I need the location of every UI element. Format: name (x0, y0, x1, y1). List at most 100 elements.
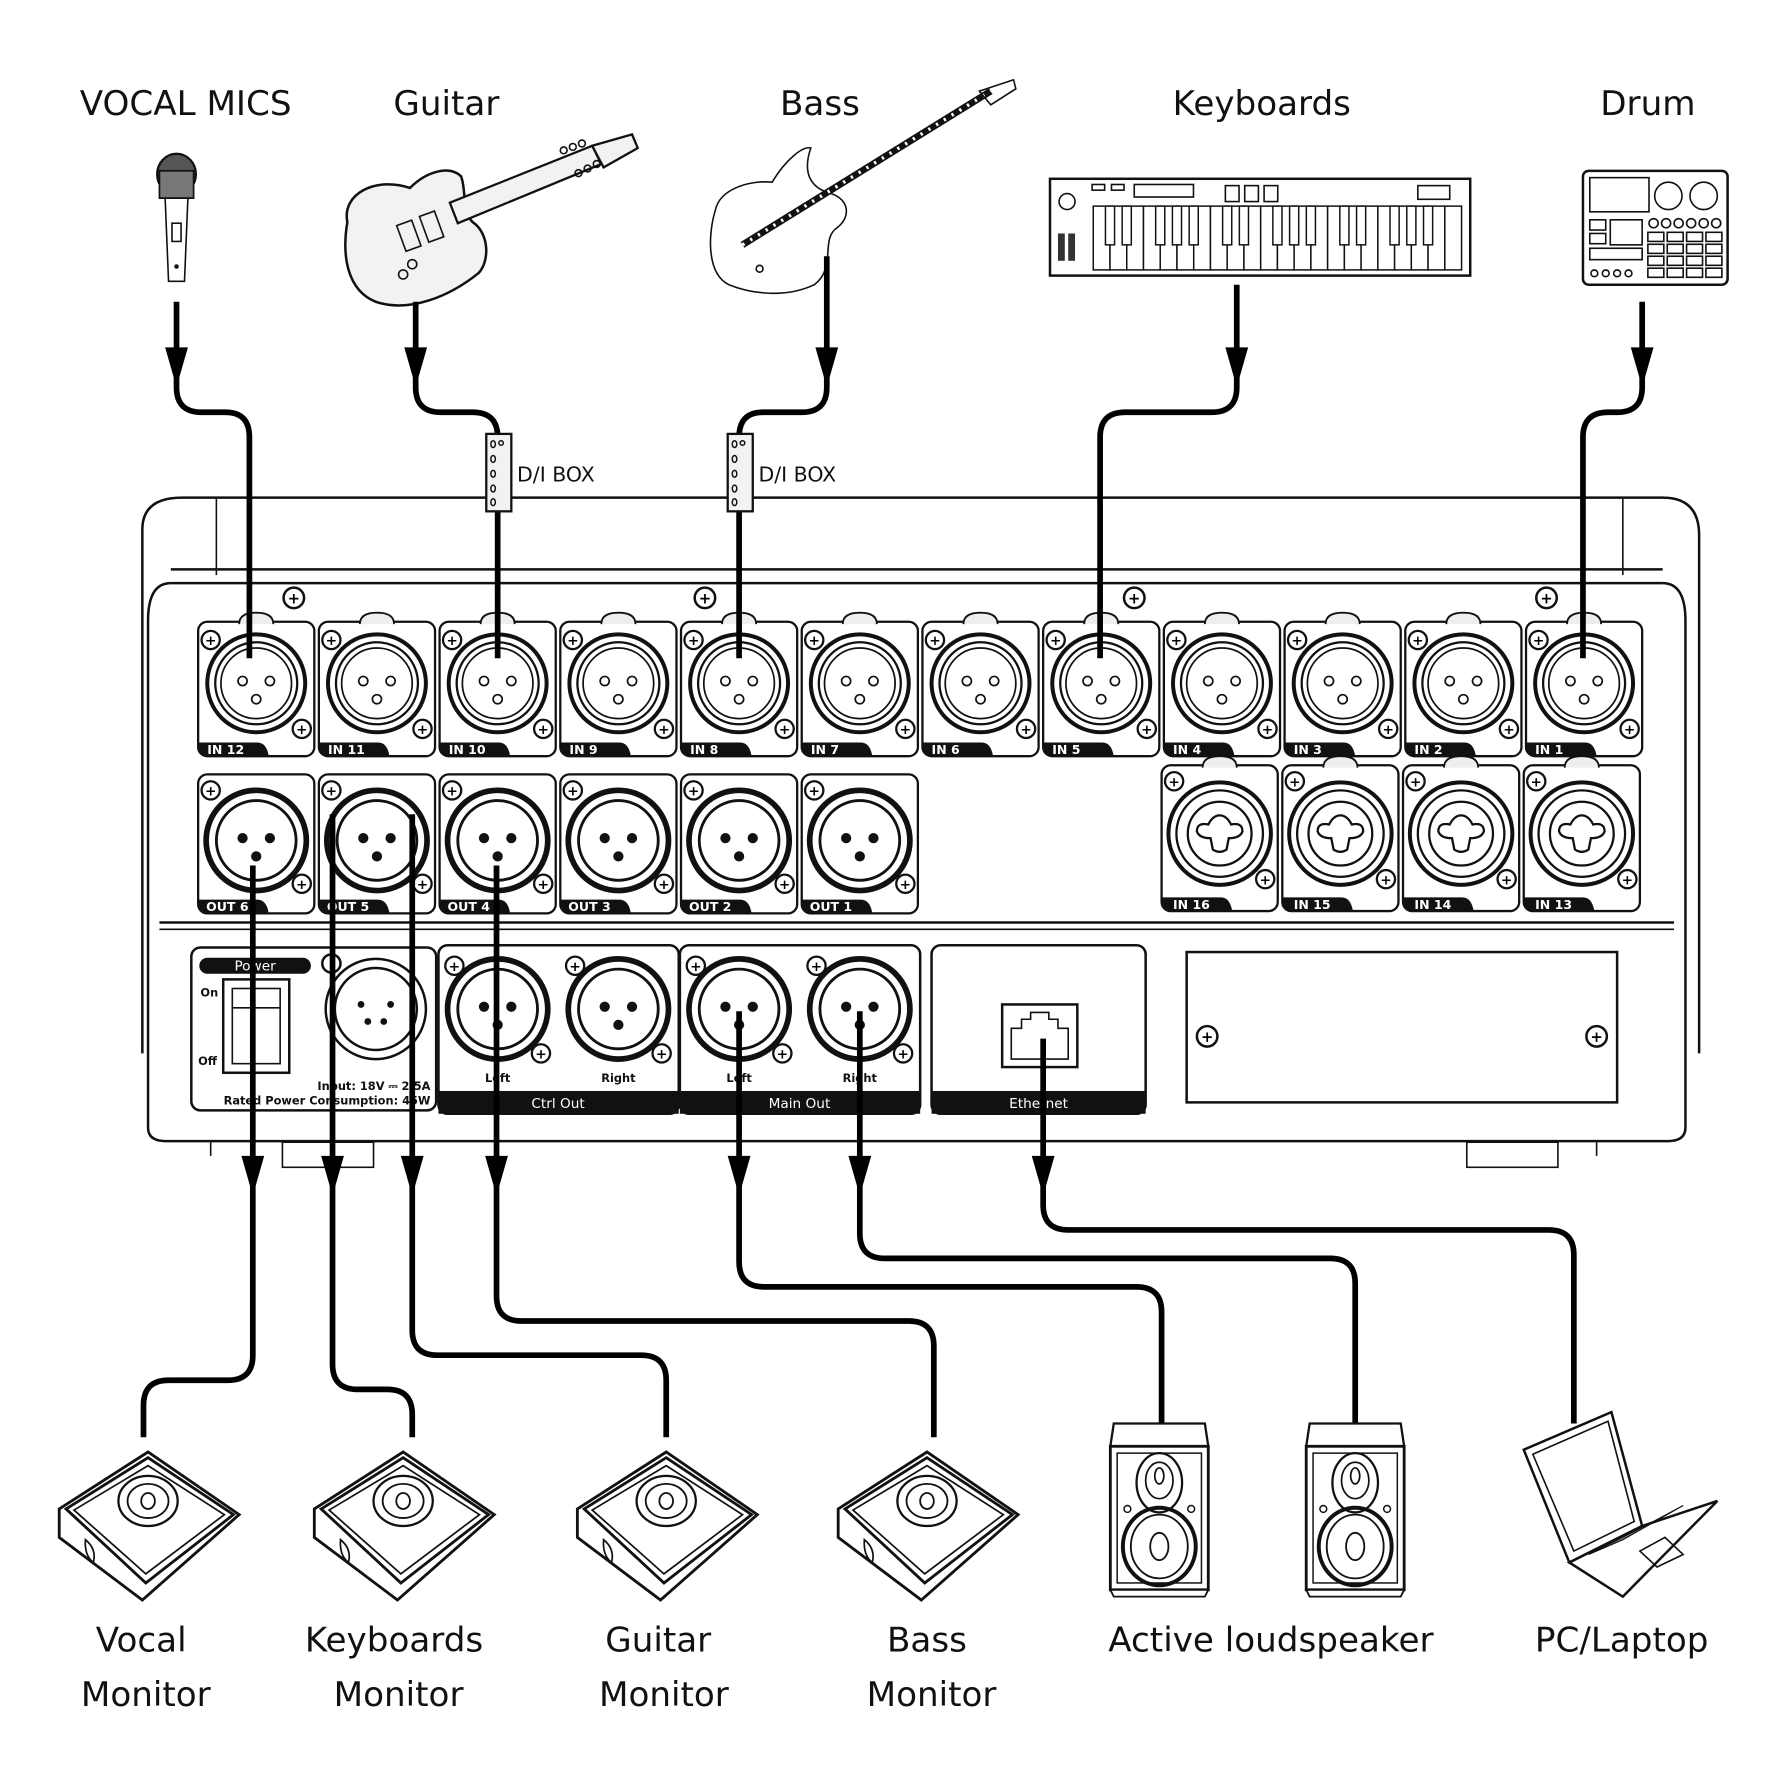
power-on-label: On (200, 985, 218, 999)
drum-machine-icon (1581, 169, 1729, 286)
cable-vocal-to-in12 (173, 301, 253, 659)
cable-guitar-to-in10 (412, 301, 501, 659)
xlr-input-jack[interactable]: ++IN 5 (1042, 611, 1161, 758)
svg-text:+: + (1128, 591, 1140, 608)
power-rated-consumption: Rated Power Consumption: 45W (224, 1094, 431, 1108)
combo-input-jack[interactable]: ++IN 13 (1522, 755, 1642, 913)
xlr-input-jack[interactable]: ++IN 7 (800, 611, 920, 758)
svg-text:+: + (1020, 722, 1031, 738)
xlr-input-row: ++IN 12++IN 11++IN 10++IN 9++IN 8++IN 7+… (197, 611, 1644, 758)
combo-input-jack[interactable]: ++IN 15 (1281, 755, 1400, 913)
panel-screw-icon: + (1535, 586, 1559, 610)
svg-text:+: + (567, 633, 578, 649)
di-box-bass: D/I BOX (726, 432, 836, 513)
loudspeaker-icon (1108, 1422, 1210, 1598)
svg-text:+: + (569, 959, 580, 975)
svg-text:+: + (900, 877, 911, 893)
input-label: IN 14 (1414, 897, 1451, 912)
power-section: Power On Off Input: 18V ⎓ 2.5A Rated Pow… (190, 946, 438, 1112)
main-out-title: Main Out (769, 1096, 831, 1112)
input-cables (165, 256, 1654, 659)
dest-label-guitar-monitor-2: Monitor (599, 1675, 730, 1715)
xlr-input-jack[interactable]: ++IN 11 (317, 611, 437, 758)
dest-label-bass-monitor-1: Bass (887, 1620, 967, 1660)
source-label-drum: Drum (1600, 84, 1695, 124)
keyboard-synth-icon (1048, 177, 1472, 277)
output-label: OUT 3 (568, 899, 610, 914)
input-label: IN 9 (569, 742, 597, 757)
input-label: IN 7 (811, 742, 839, 757)
svg-text:+: + (1540, 591, 1552, 608)
stage-monitor-icon (836, 1450, 1021, 1602)
cable-out4-to-guitar-monitor (409, 814, 670, 1438)
svg-text:+: + (417, 722, 428, 738)
main-out-right-jack[interactable]: ++ (806, 955, 914, 1064)
cable-main-right-to-speaker (856, 1011, 1359, 1424)
source-label-keyboards: Keyboards (1173, 84, 1351, 124)
svg-text:+: + (1168, 774, 1179, 790)
output-label: OUT 6 (206, 899, 249, 914)
xlr-output-jack[interactable]: ++OUT 6 (197, 773, 316, 915)
svg-text:+: + (1624, 722, 1635, 738)
stage-monitor-icon (575, 1450, 760, 1602)
xlr-input-jack[interactable]: ++IN 1 (1524, 611, 1644, 758)
xlr-input-jack[interactable]: + + IN 6 (921, 611, 1040, 758)
svg-text:+: + (1050, 633, 1061, 649)
xlr-input-jack[interactable]: ++IN 3 (1283, 611, 1402, 758)
panel-screw-icon: + (693, 586, 717, 610)
input-label: IN 13 (1535, 897, 1572, 912)
svg-text:+: + (1291, 633, 1302, 649)
xlr-output-jack[interactable]: ++OUT 2 (679, 773, 799, 915)
power-input-spec: Input: 18V ⎓ 2.5A (317, 1079, 430, 1093)
combo-input-jack[interactable]: ++IN 14 (1401, 755, 1521, 913)
svg-text:+: + (929, 633, 940, 649)
ethernet-port[interactable] (1000, 1003, 1079, 1069)
combo-input-jack[interactable]: ++IN 16 (1160, 755, 1279, 913)
xlr-output-jack[interactable]: ++OUT 3 (559, 773, 678, 915)
svg-text:+: + (1171, 633, 1182, 649)
xlr-input-jack[interactable]: + + IN 9 (559, 611, 678, 758)
svg-text:+: + (658, 722, 669, 738)
xlr-output-jack[interactable]: ++OUT 5 (317, 773, 437, 915)
xlr-input-jack[interactable]: ++IN 2 (1404, 611, 1523, 758)
power-switch[interactable] (221, 978, 291, 1075)
di-box-label: D/I BOX (758, 463, 836, 487)
svg-text:+: + (897, 1047, 908, 1063)
cable-keyboards-to-in5 (1097, 284, 1240, 659)
ctrl-out-right-jack[interactable]: ++ (564, 955, 672, 1064)
mixer-rear-panel: + + + + (141, 496, 1701, 1169)
svg-text:+: + (811, 959, 822, 975)
input-label: IN 6 (932, 742, 960, 757)
source-label-vocal-mics: VOCAL MICS (80, 84, 292, 124)
ctrl-out-title: Ctrl Out (531, 1096, 585, 1112)
svg-text:+: + (296, 722, 307, 738)
cable-bass-to-in8 (736, 256, 830, 659)
dest-label-vocal-monitor-1: Vocal (96, 1620, 187, 1660)
svg-text:+: + (779, 877, 790, 893)
xlr-input-jack[interactable]: ++IN 8 (679, 611, 799, 758)
source-label-guitar: Guitar (393, 84, 500, 124)
cable-out6-to-vocal-monitor (140, 865, 256, 1438)
xlr-output-jack[interactable]: ++OUT 1 (800, 773, 920, 915)
xlr-input-jack[interactable]: ++IN 4 (1162, 611, 1282, 758)
ctrl-out-right-label: Right (601, 1071, 636, 1085)
xlr-output-jack[interactable]: ++OUT 4 (438, 773, 557, 915)
svg-text:+: + (205, 783, 216, 799)
input-label: IN 4 (1173, 742, 1201, 757)
input-label: IN 15 (1294, 897, 1331, 912)
laptop-icon (1522, 1410, 1719, 1599)
power-off-label: Off (198, 1054, 218, 1068)
xlr-input-jack[interactable]: ++IN 10 (438, 611, 557, 758)
svg-text:+: + (809, 783, 820, 799)
blank-expansion-plate: + + (1185, 950, 1619, 1104)
xlr-output-row: ++OUT 6++OUT 5++OUT 4++OUT 3++OUT 2++OUT… (197, 773, 920, 915)
xlr-input-jack[interactable]: ++IN 12 (197, 611, 316, 758)
dest-label-keyboards-monitor-1: Keyboards (305, 1620, 483, 1660)
microphone-icon (156, 152, 198, 283)
stage-monitor-icon (312, 1450, 497, 1602)
svg-text:+: + (1501, 872, 1512, 888)
svg-text:+: + (537, 722, 548, 738)
output-label: OUT 2 (689, 899, 731, 914)
svg-text:+: + (1382, 722, 1393, 738)
svg-text:+: + (326, 633, 337, 649)
